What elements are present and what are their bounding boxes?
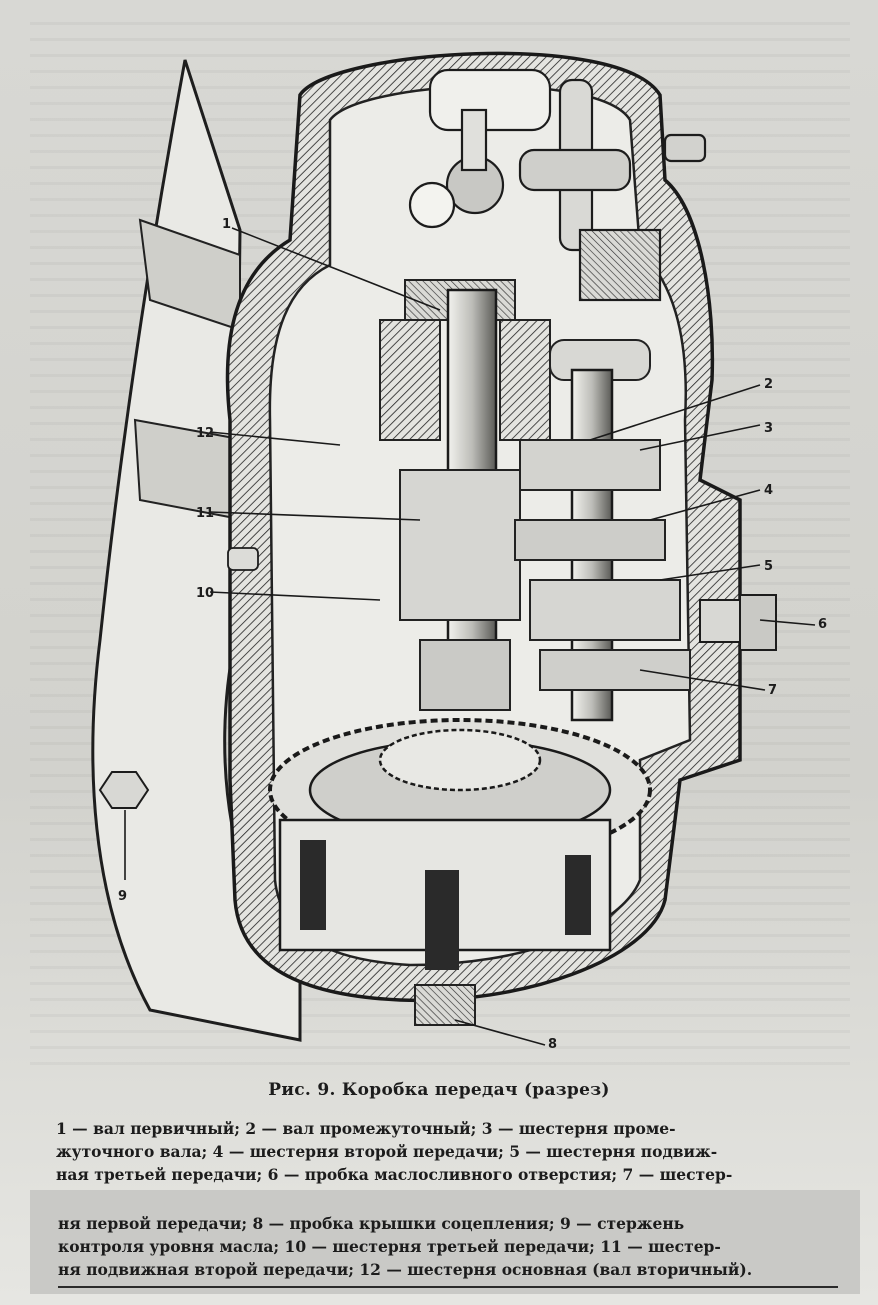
legend-continuation-strip bbox=[30, 1190, 860, 1294]
legend-line: ня подвижная второй передачи; 12 — шесте… bbox=[58, 1260, 753, 1279]
legend-line: ная третьей передачи; 6 — пробка маслосл… bbox=[56, 1165, 733, 1184]
gearbox-section-drawing: 1 2 3 4 5 6 7 8 9 10 11 12 bbox=[91, 51, 827, 1052]
callout-9: 9 bbox=[118, 889, 127, 904]
callout-8: 8 bbox=[548, 1037, 557, 1052]
bottom-rule bbox=[58, 1286, 838, 1288]
small-plug bbox=[227, 547, 259, 571]
legend-top: 1 — вал первичный; 2 — вал промежуточный… bbox=[56, 1117, 856, 1186]
callout-1: 1 bbox=[222, 217, 231, 232]
callout-7: 7 bbox=[768, 683, 777, 698]
callout-3: 3 bbox=[764, 421, 773, 436]
callout-10: 10 bbox=[196, 586, 214, 601]
callout-6: 6 bbox=[818, 617, 827, 632]
shift-mechanism bbox=[408, 68, 707, 302]
legend-line: 1 — вал первичный; 2 — вал промежуточный… bbox=[56, 1119, 676, 1138]
callout-2: 2 bbox=[764, 377, 773, 392]
legend-line: контроля уровня масла; 10 — шестерня тре… bbox=[58, 1237, 721, 1256]
leader-lines bbox=[124, 227, 816, 1046]
legend-bottom: ня первой передачи; 8 — пробка крышки со… bbox=[58, 1212, 838, 1281]
legend-line: жуточного вала; 4 — шестерня второй пере… bbox=[56, 1142, 718, 1161]
figure-caption: Рис. 9. Коробка передач (разрез) bbox=[268, 1080, 610, 1100]
drain-plug bbox=[699, 594, 777, 651]
dipstick-bolt bbox=[98, 771, 150, 809]
callout-4: 4 bbox=[764, 483, 773, 498]
primary-shaft bbox=[379, 279, 551, 711]
flywheel-gear-ring bbox=[268, 718, 652, 1026]
callout-5: 5 bbox=[764, 559, 773, 574]
legend-line: ня первой передачи; 8 — пробка крышки со… bbox=[58, 1214, 685, 1233]
intermediate-shaft bbox=[514, 339, 691, 722]
callout-11: 11 bbox=[196, 506, 214, 521]
callout-12: 12 bbox=[196, 426, 214, 441]
